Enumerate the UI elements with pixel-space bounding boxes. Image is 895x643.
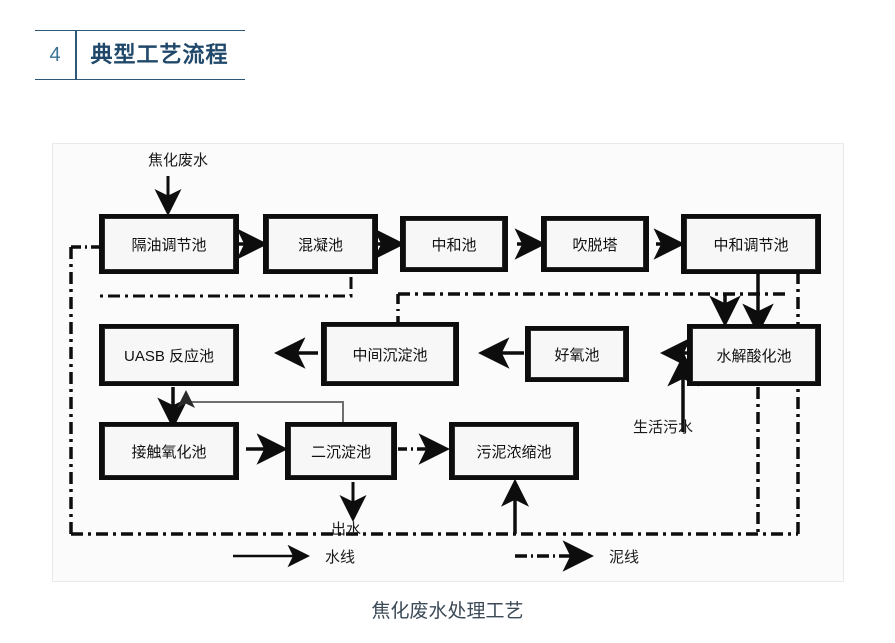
- label-domestic-sewage: 生活污水: [633, 419, 694, 436]
- node-label: 好氧池: [530, 330, 624, 378]
- node-吹脱塔[interactable]: 吹脱塔: [541, 216, 649, 272]
- node-label: 中和池: [405, 220, 503, 268]
- node-二沉淀池[interactable]: 二沉淀池: [285, 422, 397, 480]
- return-sludge-line: [177, 390, 344, 422]
- header-divider: [75, 31, 77, 79]
- page-title: 典型工艺流程: [90, 42, 229, 67]
- node-中和调节池[interactable]: 中和调节池: [681, 214, 821, 274]
- node-中和池[interactable]: 中和池: [400, 216, 508, 272]
- node-label: UASB 反应池: [104, 328, 234, 382]
- node-label: 接触氧化池: [104, 426, 234, 476]
- node-label: 吹脱塔: [546, 220, 644, 268]
- node-label: 水解酸化池: [692, 328, 816, 382]
- node-接触氧化池[interactable]: 接触氧化池: [99, 422, 239, 480]
- node-label: 中和调节池: [686, 218, 816, 270]
- legend-label-sludge: 泥线: [609, 549, 640, 566]
- node-label: 隔油调节池: [104, 218, 234, 270]
- node-UASB反应池[interactable]: UASB 反应池: [99, 324, 239, 386]
- node-污泥浓缩池[interactable]: 污泥浓缩池: [449, 422, 579, 480]
- node-label: 二沉淀池: [290, 426, 392, 476]
- diagram-connectors: [69, 176, 800, 572]
- node-水解酸化池[interactable]: 水解酸化池: [687, 324, 821, 386]
- legend-label-water: 水线: [325, 549, 356, 566]
- node-隔油调节池[interactable]: 隔油调节池: [99, 214, 239, 274]
- node-中间沉淀池[interactable]: 中间沉淀池: [321, 322, 459, 386]
- section-header: 4 典型工艺流程: [35, 30, 245, 80]
- label-effluent: 出水: [331, 521, 362, 538]
- node-label: 混凝池: [268, 218, 373, 270]
- node-label: 中间沉淀池: [326, 326, 454, 382]
- node-好氧池[interactable]: 好氧池: [525, 326, 629, 382]
- node-label: 污泥浓缩池: [454, 426, 574, 476]
- sludge-n2-drop: [97, 277, 353, 298]
- section-number: 4: [49, 44, 61, 66]
- label-influent: 焦化废水: [148, 152, 209, 169]
- node-混凝池[interactable]: 混凝池: [263, 214, 378, 274]
- flow-diagram: 焦化废水 生活污水 出水 隔油调节池 混凝池 中和池 吹脱塔 中和调节池 水解酸…: [53, 144, 843, 581]
- process-flow-figure: 焦化废水 生活污水 出水 隔油调节池 混凝池 中和池 吹脱塔 中和调节池 水解酸…: [52, 143, 844, 582]
- figure-caption: 焦化废水处理工艺: [371, 601, 524, 622]
